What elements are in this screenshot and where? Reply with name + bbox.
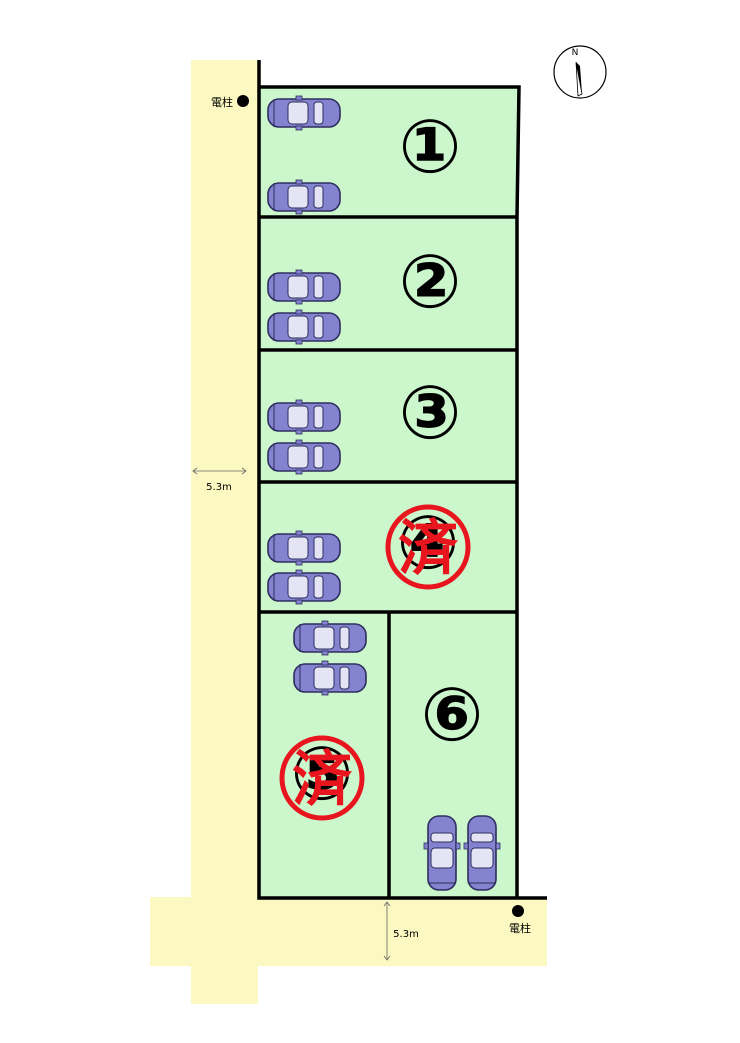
svg-text:③: ③	[399, 371, 462, 454]
svg-text:②: ②	[399, 240, 462, 323]
road-bottom-width-indicator: 5.3m	[383, 901, 419, 961]
car-icon	[293, 620, 367, 656]
car-icon	[267, 399, 341, 435]
car-icon	[267, 309, 341, 345]
car-icon	[267, 530, 341, 566]
road-left	[191, 60, 258, 1004]
road-bottom	[150, 897, 547, 966]
svg-text:電柱: 電柱	[509, 921, 531, 935]
sold-stamp-lot-4: 済	[385, 504, 471, 590]
lot-6-number: ⑥	[421, 673, 484, 756]
lot-1-number: ①	[399, 105, 462, 188]
lot-2-number: ②	[399, 240, 462, 323]
svg-text:⑥: ⑥	[421, 673, 484, 756]
utility-pole-bottom: 電柱	[509, 905, 531, 935]
svg-text:5.3m: 5.3m	[393, 929, 419, 940]
utility-pole-top: 電柱	[211, 95, 249, 109]
svg-text:電柱: 電柱	[211, 95, 233, 109]
car-icon	[463, 815, 501, 891]
car-icon	[267, 95, 341, 131]
svg-text:①: ①	[399, 105, 462, 188]
lot-5-area	[259, 613, 388, 897]
svg-text:5.3m: 5.3m	[206, 482, 232, 493]
sold-stamp-lot-5: 済	[279, 735, 365, 821]
car-icon	[267, 569, 341, 605]
svg-text:済: 済	[398, 514, 459, 584]
svg-text:N: N	[572, 48, 579, 58]
road-left-width-indicator: 5.3m	[192, 467, 247, 493]
lot-boundaries	[257, 60, 547, 900]
svg-text:済: 済	[292, 745, 353, 815]
car-icon	[293, 660, 367, 696]
lot-3-number: ③	[399, 371, 462, 454]
car-icon	[423, 815, 461, 891]
north-compass-icon: N	[553, 45, 607, 99]
car-icon	[267, 439, 341, 475]
car-icon	[267, 179, 341, 215]
car-icon	[267, 269, 341, 305]
